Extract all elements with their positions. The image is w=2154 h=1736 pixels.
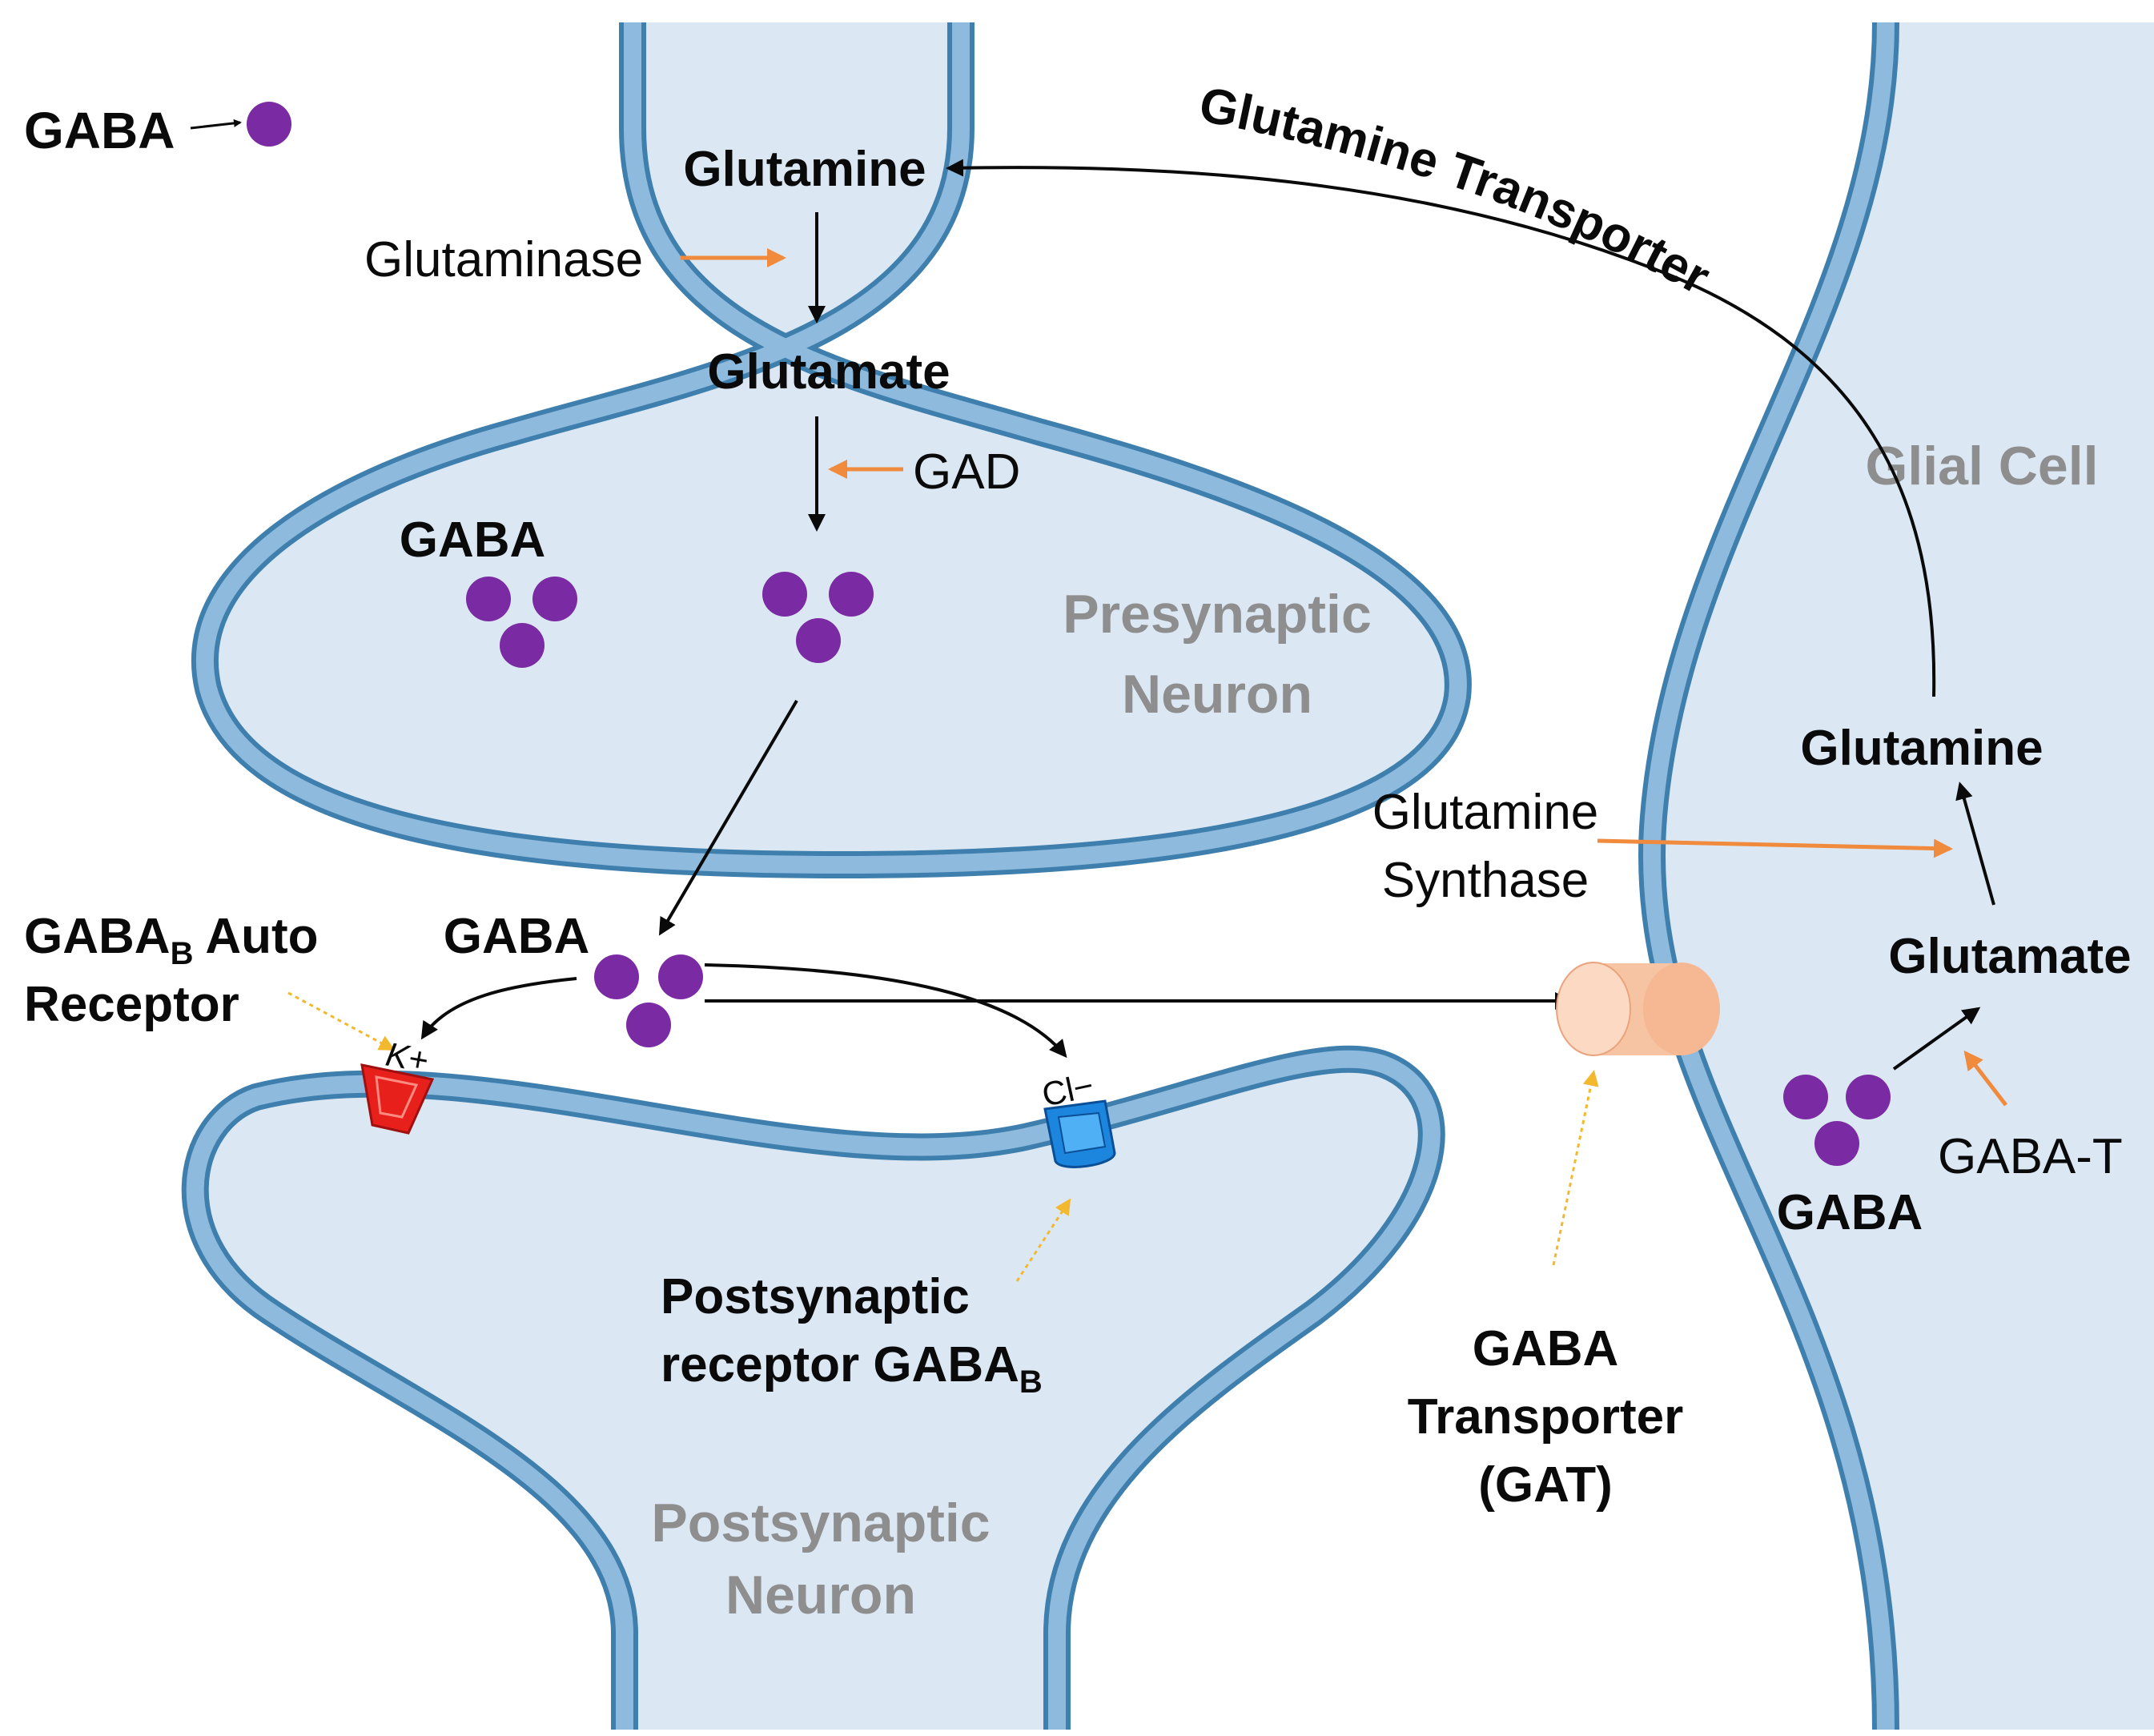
auto-receptor-label-line1: GABAB Auto — [24, 909, 319, 971]
gad-label: GAD — [913, 444, 1020, 500]
glial-cell-body — [1652, 22, 2154, 1730]
auto-receptor-gaba: GABA — [24, 909, 171, 964]
gaba-t-label: GABA-T — [1938, 1129, 2123, 1184]
presynaptic-title-line1: Presynaptic — [1063, 584, 1372, 645]
k-ion-label: K+ — [383, 1035, 431, 1079]
synthase-label-line2: Synthase — [1382, 853, 1589, 908]
auto-receptor-auto: Auto — [193, 909, 318, 964]
glial-gaba-cluster — [1783, 1075, 1891, 1166]
release-arrow — [658, 699, 798, 936]
postsynaptic-receptor-channel — [1043, 1099, 1116, 1168]
gaba-to-postsynaptic-receptor-arrow — [704, 963, 1067, 1059]
postsynaptic-receptor-text: receptor GABA — [661, 1337, 1019, 1392]
synthase-label-line1: Glutamine — [1372, 785, 1599, 840]
legend-arrow — [190, 119, 242, 130]
postsynaptic-title-line2: Neuron — [725, 1565, 916, 1625]
glial-cell-title: Glial Cell — [1866, 436, 2099, 496]
pre-glutamate-label: Glutamate — [707, 344, 950, 400]
postsynaptic-receptor-label-line1: Postsynaptic — [661, 1269, 970, 1324]
postsynaptic-title-line1: Postsynaptic — [651, 1493, 990, 1553]
pre-gaba-label: GABA — [400, 512, 546, 568]
glial-glutamine-label: Glutamine — [1800, 721, 2043, 776]
pre-gaba-cluster-right — [762, 572, 874, 663]
postsynaptic-receptor-label-line2: receptor GABAB — [661, 1337, 1043, 1400]
glial-glutamate-to-glutamine-arrow — [1955, 782, 1995, 906]
auto-receptor-subscript: B — [171, 936, 194, 971]
glutamine-transporter-text: Glutamine Transporter — [1195, 77, 1718, 305]
auto-receptor-label-line2: Receptor — [24, 977, 239, 1032]
pre-glutamine-label: Glutamine — [683, 142, 926, 197]
gaba-transporter-icon — [1556, 962, 1720, 1056]
presynaptic-title-line2: Neuron — [1122, 664, 1312, 725]
glial-gaba-to-glutamate-arrow — [1892, 1007, 1981, 1071]
transporter-label-line3: (GAT) — [1478, 1457, 1613, 1513]
postsynaptic-receptor-subscript: B — [1019, 1364, 1043, 1400]
legend-gaba-molecule — [247, 102, 291, 147]
glutamine-transporter-arrow — [946, 159, 1936, 697]
gaba-to-auto-receptor-arrow — [420, 977, 577, 1040]
glial-gaba-label: GABA — [1777, 1185, 1923, 1240]
transporter-pointer — [1552, 1070, 1599, 1266]
glial-glutamate-label: Glutamate — [1888, 929, 2131, 984]
auto-receptor-channel — [360, 1063, 435, 1135]
synthase-arrow — [1597, 838, 1953, 858]
legend-gaba-label: GABA — [24, 102, 175, 159]
gaba-t-arrow — [1963, 1050, 2007, 1107]
transporter-label-line2: Transporter — [1408, 1389, 1684, 1445]
cleft-gaba-cluster — [594, 954, 703, 1047]
glutamine-transporter-label: Glutamine Transporter — [1195, 77, 1718, 305]
glutaminase-label: Glutaminase — [364, 232, 643, 287]
postsynaptic-neuron-body — [195, 1059, 1432, 1730]
transporter-label-line1: GABA — [1473, 1321, 1619, 1376]
cleft-gaba-label: GABA — [444, 909, 590, 964]
auto-receptor-pointer — [287, 991, 396, 1051]
pre-gaba-cluster-left — [466, 577, 577, 668]
